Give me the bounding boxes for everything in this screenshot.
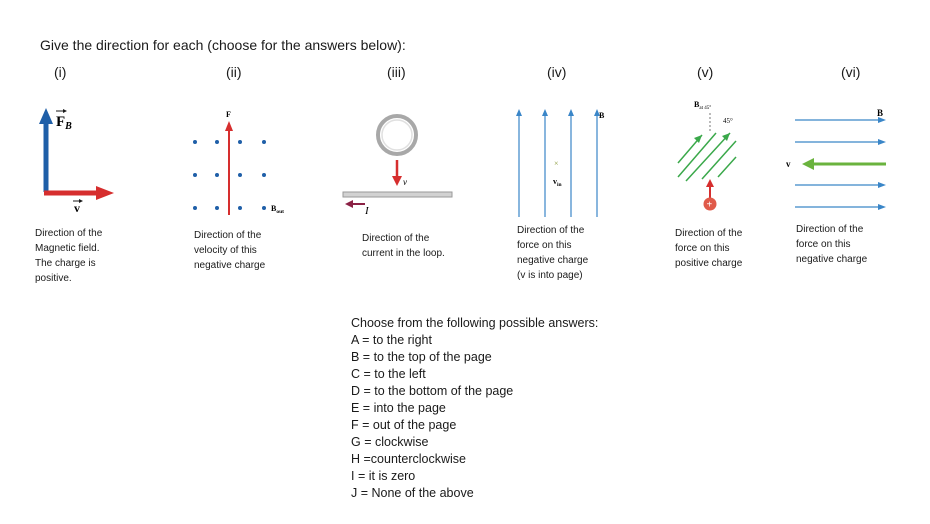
- charge-sign: +: [707, 200, 713, 211]
- magnetic-force-arrowhead: [39, 108, 53, 124]
- field-lines-right: [795, 119, 880, 208]
- loop-velocity-arrowhead: [392, 176, 402, 186]
- velocity-in-label: vin: [553, 177, 562, 188]
- figure-iii: v I: [342, 114, 453, 217]
- negative-charge-into-page: ×: [554, 159, 559, 168]
- velocity-label: v: [74, 201, 80, 215]
- field-label: Bat 45°: [694, 100, 711, 111]
- force-label: FB: [56, 114, 72, 132]
- current-label: I: [364, 205, 370, 217]
- instructions-heading: Give the direction for each (choose for …: [40, 37, 406, 53]
- loop-velocity-label: v: [403, 177, 407, 187]
- field-label: B: [877, 108, 883, 118]
- conducting-loop: [376, 114, 418, 156]
- velocity-label: v: [786, 159, 791, 169]
- figure-iv: B × vin: [516, 109, 605, 217]
- field-label: Bout: [271, 204, 284, 215]
- problem-label-vi: (vi): [841, 64, 861, 80]
- field-out-of-page-dots: [193, 140, 266, 210]
- answer-option-h: H =counterclockwise: [351, 452, 466, 466]
- figure-v: Bat 45° 45° +: [677, 100, 737, 211]
- current-arrowhead: [345, 200, 353, 208]
- velocity-arrowhead: [802, 158, 814, 170]
- field-lines-up: [518, 115, 598, 217]
- answer-option-c: C = to the left: [351, 367, 426, 381]
- problem-label-i: (i): [54, 64, 67, 80]
- figure-i: FB v: [39, 108, 114, 215]
- problem-label-v: (v): [697, 64, 714, 80]
- problem-label-iii: (iii): [387, 64, 406, 80]
- answers-heading: Choose from the following possible answe…: [351, 316, 599, 330]
- force-arrowhead: [225, 121, 233, 131]
- problem-label-iv: (iv): [547, 64, 567, 80]
- positive-charge: [703, 197, 717, 211]
- velocity-arrowhead: [96, 186, 114, 200]
- answer-option-j: J = None of the above: [351, 486, 474, 500]
- answer-option-g: G = clockwise: [351, 435, 429, 449]
- answer-option-i: I = it is zero: [351, 469, 416, 483]
- figure-ii: F Bout: [193, 110, 284, 215]
- straight-wire: [342, 191, 453, 198]
- force-label: F: [226, 110, 231, 119]
- answer-choices: Choose from the following possible answe…: [351, 315, 598, 502]
- answer-option-d: D = to the bottom of the page: [351, 384, 514, 398]
- angle-label: 45°: [723, 117, 733, 125]
- figure-vi: B v: [786, 108, 886, 210]
- answer-option-b: B = to the top of the page: [351, 350, 492, 364]
- answer-option-e: E = into the page: [351, 401, 446, 415]
- velocity-arrowhead: [706, 179, 714, 187]
- answer-option-a: A = to the right: [351, 333, 432, 347]
- answer-option-f: F = out of the page: [351, 418, 457, 432]
- field-label: B: [599, 111, 605, 120]
- problem-label-ii: (ii): [226, 64, 242, 80]
